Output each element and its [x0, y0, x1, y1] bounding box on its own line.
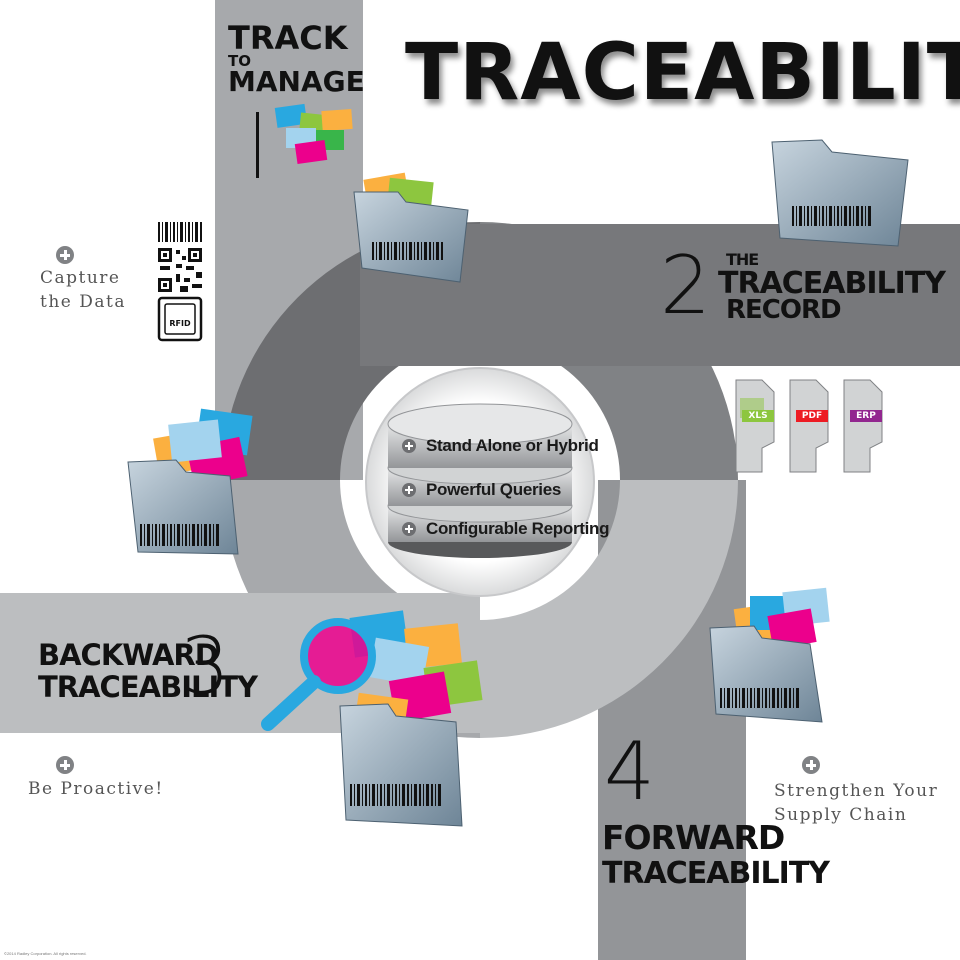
step4-line1: FORWARD	[602, 818, 785, 857]
step2-line1: THE	[726, 250, 759, 269]
plus-icon	[402, 483, 416, 497]
document-icons: XLS PDF ERP	[732, 378, 883, 474]
step2-line2: TRACEABILITY	[718, 266, 946, 301]
hub-item-3: Configurable Reporting	[402, 519, 610, 539]
strengthen-caption-line1: Strengthen Your	[774, 781, 939, 801]
database-hub	[365, 367, 595, 597]
copyright-notice: ©2014 Radley Corporation. All rights res…	[4, 951, 87, 956]
plus-icon	[402, 522, 416, 536]
photo-cluster-icon	[274, 103, 353, 164]
page-title: TRACEABILITY	[405, 28, 960, 118]
step1-line1: TRACK	[228, 19, 348, 57]
capture-caption-line1: Capture	[40, 268, 121, 288]
qr-code-icon	[158, 248, 202, 292]
step3-line2: TRACEABILITY	[38, 670, 258, 704]
step1-line3: MANAGE	[228, 65, 365, 98]
xls-label: XLS	[748, 411, 768, 421]
folder-icon	[771, 139, 909, 247]
plus-icon	[402, 439, 416, 453]
folder-icon	[353, 172, 469, 283]
step4-line2: TRACEABILITY	[602, 856, 830, 891]
barcode-icon	[158, 222, 202, 242]
erp-label: ERP	[856, 411, 876, 421]
data-capture-icons: RFID	[157, 222, 203, 342]
strengthen-caption-line2: Supply Chain	[774, 805, 908, 825]
pdf-label: PDF	[801, 411, 823, 421]
capture-plus-icon[interactable]	[56, 246, 74, 264]
step3-number: 3	[180, 622, 230, 712]
xls-document-icon	[735, 379, 775, 473]
proactive-plus-icon[interactable]	[56, 756, 74, 774]
hub-item-2: Powerful Queries	[402, 480, 561, 500]
step1-line2: TO	[228, 52, 251, 70]
step2-number: 2	[660, 239, 711, 332]
step3-line1: BACKWARD	[38, 638, 219, 672]
pdf-document-icon	[789, 379, 829, 473]
strengthen-plus-icon[interactable]	[802, 756, 820, 774]
step2-line3: RECORD	[726, 295, 842, 325]
erp-document-icon	[843, 379, 883, 473]
capture-caption-line2: the Data	[40, 292, 126, 312]
rfid-tag-icon: RFID	[157, 296, 203, 342]
folder-icon	[127, 408, 253, 555]
step1-number	[256, 112, 259, 178]
folder-icon	[709, 587, 830, 723]
svg-text:RFID: RFID	[169, 319, 191, 328]
ring-quadrant-bottom-right	[480, 480, 738, 738]
hub-item-1: Stand Alone or Hybrid	[402, 436, 599, 456]
step4-number: 4	[604, 725, 655, 818]
proactive-caption: Be Proactive!	[28, 779, 164, 799]
magnifier-folder-icon	[261, 610, 483, 827]
